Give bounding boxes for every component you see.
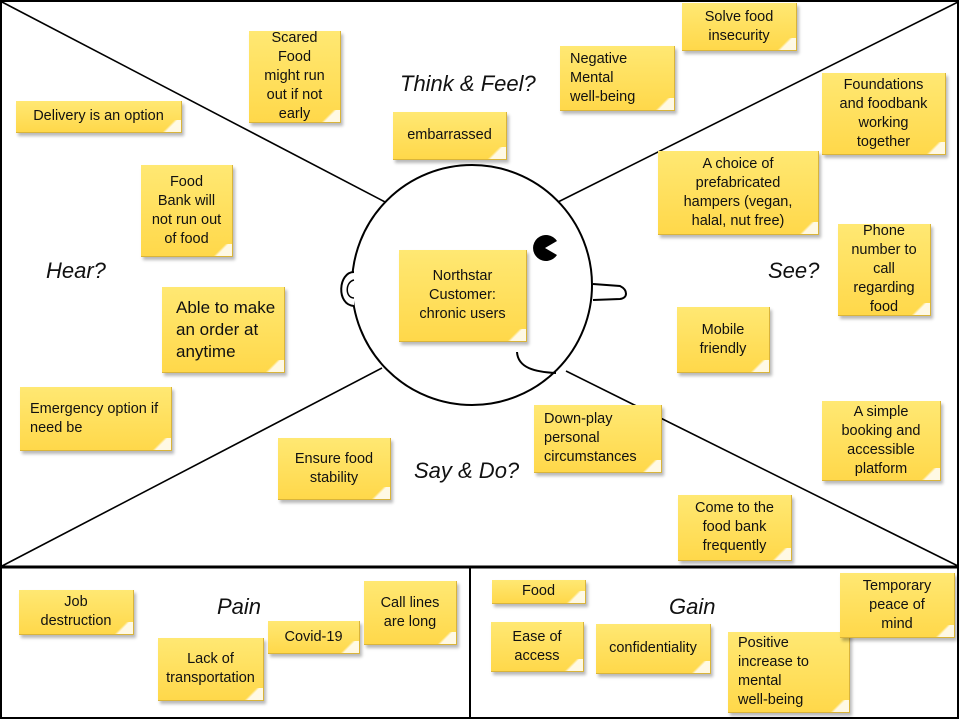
label-think-feel: Think & Feel? xyxy=(400,71,536,96)
sticky-note-hear[interactable]: Food Bank will not run out of food xyxy=(141,165,233,257)
sticky-note-hear[interactable]: Emergency option if need be xyxy=(20,387,172,451)
sticky-note-think-feel[interactable]: Scared Food might run out if not early xyxy=(249,30,341,123)
diagonal-top-right xyxy=(555,1,959,204)
sticky-note-gain[interactable]: Ease of access xyxy=(491,622,584,672)
sticky-note-see[interactable]: Foundations and foodbank working togethe… xyxy=(822,73,946,155)
ear-inner xyxy=(346,279,355,299)
sticky-note-think-feel[interactable]: Negative Mental well-being xyxy=(560,46,675,111)
label-gain: Gain xyxy=(669,594,716,619)
sticky-note-gain[interactable]: confidentiality xyxy=(596,624,711,674)
sticky-note-say-do[interactable]: Come to the food bank frequently xyxy=(678,495,792,561)
sticky-note-center[interactable]: Northstar Customer: chronic users xyxy=(399,250,527,342)
sticky-note-pain[interactable]: Job destruction xyxy=(19,590,134,635)
sticky-note-hear[interactable]: Delivery is an option xyxy=(16,101,182,133)
eye-icon xyxy=(533,234,557,261)
sticky-note-see[interactable]: Mobile friendly xyxy=(677,307,770,373)
sticky-note-hear[interactable]: Able to make an order at anytime xyxy=(162,287,285,373)
mouth-icon xyxy=(516,351,557,374)
sticky-note-gain[interactable]: Temporary peace of mind xyxy=(840,573,955,638)
sticky-note-say-do[interactable]: Ensure food stability xyxy=(278,438,391,500)
sticky-note-see[interactable]: A simple booking and accessible platform xyxy=(822,401,941,481)
diagonal-bottom-right xyxy=(565,370,959,567)
sticky-note-pain[interactable]: Call lines are long xyxy=(364,581,457,645)
label-say-do: Say & Do? xyxy=(414,458,520,483)
label-hear: Hear? xyxy=(46,258,106,283)
sticky-note-see[interactable]: A choice of prefabricated hampers (vegan… xyxy=(658,151,819,235)
sticky-note-pain[interactable]: Covid-19 xyxy=(268,621,360,654)
sticky-note-think-feel[interactable]: embarrassed xyxy=(393,112,507,160)
label-see: See? xyxy=(768,258,820,283)
diagonal-top-left xyxy=(1,1,388,204)
sticky-note-gain[interactable]: Positive increase to mental well-being xyxy=(728,632,850,713)
diagonal-bottom-left xyxy=(1,367,383,567)
sticky-note-see[interactable]: Phone number to call regarding food xyxy=(838,223,931,316)
sticky-note-say-do[interactable]: Down-play personal circumstances xyxy=(534,405,662,473)
sticky-note-gain[interactable]: Food xyxy=(492,580,586,604)
nose-icon xyxy=(592,283,627,301)
sticky-note-pain[interactable]: Lack of transportation xyxy=(158,638,264,701)
label-pain: Pain xyxy=(217,594,262,619)
sticky-note-think-feel[interactable]: Solve food insecurity xyxy=(682,3,797,51)
